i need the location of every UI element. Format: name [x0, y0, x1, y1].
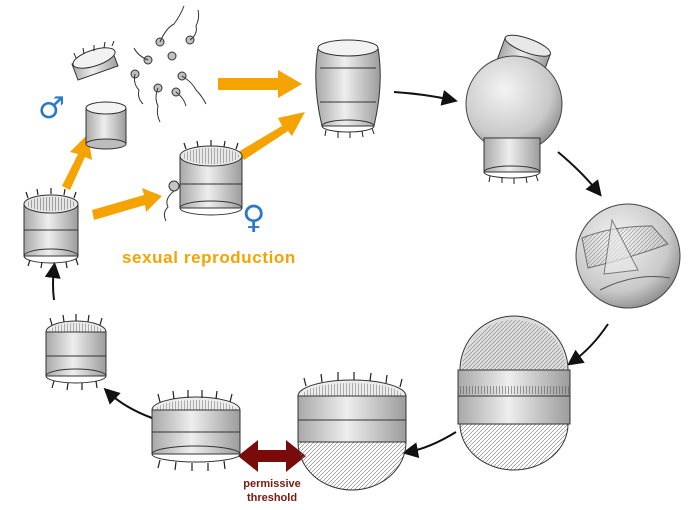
sperm-cluster	[130, 5, 207, 123]
sexual-reproduction-label: sexual reproduction	[122, 248, 296, 267]
arrow-auxospore-to-sphere	[557, 151, 602, 197]
male-cell-small	[85, 101, 127, 150]
arrow-left-to-vegetative	[44, 262, 61, 301]
permissive-threshold-line2: threshold	[246, 492, 298, 504]
arrow-zygote-to-auxospore	[393, 90, 458, 106]
vegetative-small-left	[23, 188, 79, 269]
arrow-male-to-zygote	[218, 70, 302, 98]
auxospore-sphere	[465, 34, 563, 184]
male-symbol: ♂	[38, 91, 65, 126]
large-cell-bottom	[297, 372, 407, 491]
threshold-double-arrow	[238, 440, 306, 472]
arrow-to-female	[92, 188, 162, 220]
initial-cell-large	[457, 315, 571, 471]
auxospore-mature	[575, 203, 681, 309]
vegetative-left-mid	[45, 314, 107, 391]
female-cell-with-sperm	[163, 140, 243, 222]
arrow-to-male	[62, 134, 92, 190]
sexual-arrows	[62, 70, 305, 220]
zygote-cell	[315, 39, 381, 138]
permissive-threshold-line1: permissive	[243, 478, 301, 490]
permissive-threshold-label: permissive threshold	[222, 477, 322, 505]
arrow-medium-to-left	[103, 387, 153, 419]
male-valve-open	[71, 40, 119, 81]
medium-cell-bottom	[151, 390, 241, 471]
arrow-sphere-to-initial	[567, 323, 609, 366]
arrow-initial-to-large	[402, 431, 457, 459]
female-symbol: ♀	[242, 198, 265, 236]
cycle-arrows	[44, 90, 609, 459]
arrow-female-to-zygote	[238, 112, 305, 160]
